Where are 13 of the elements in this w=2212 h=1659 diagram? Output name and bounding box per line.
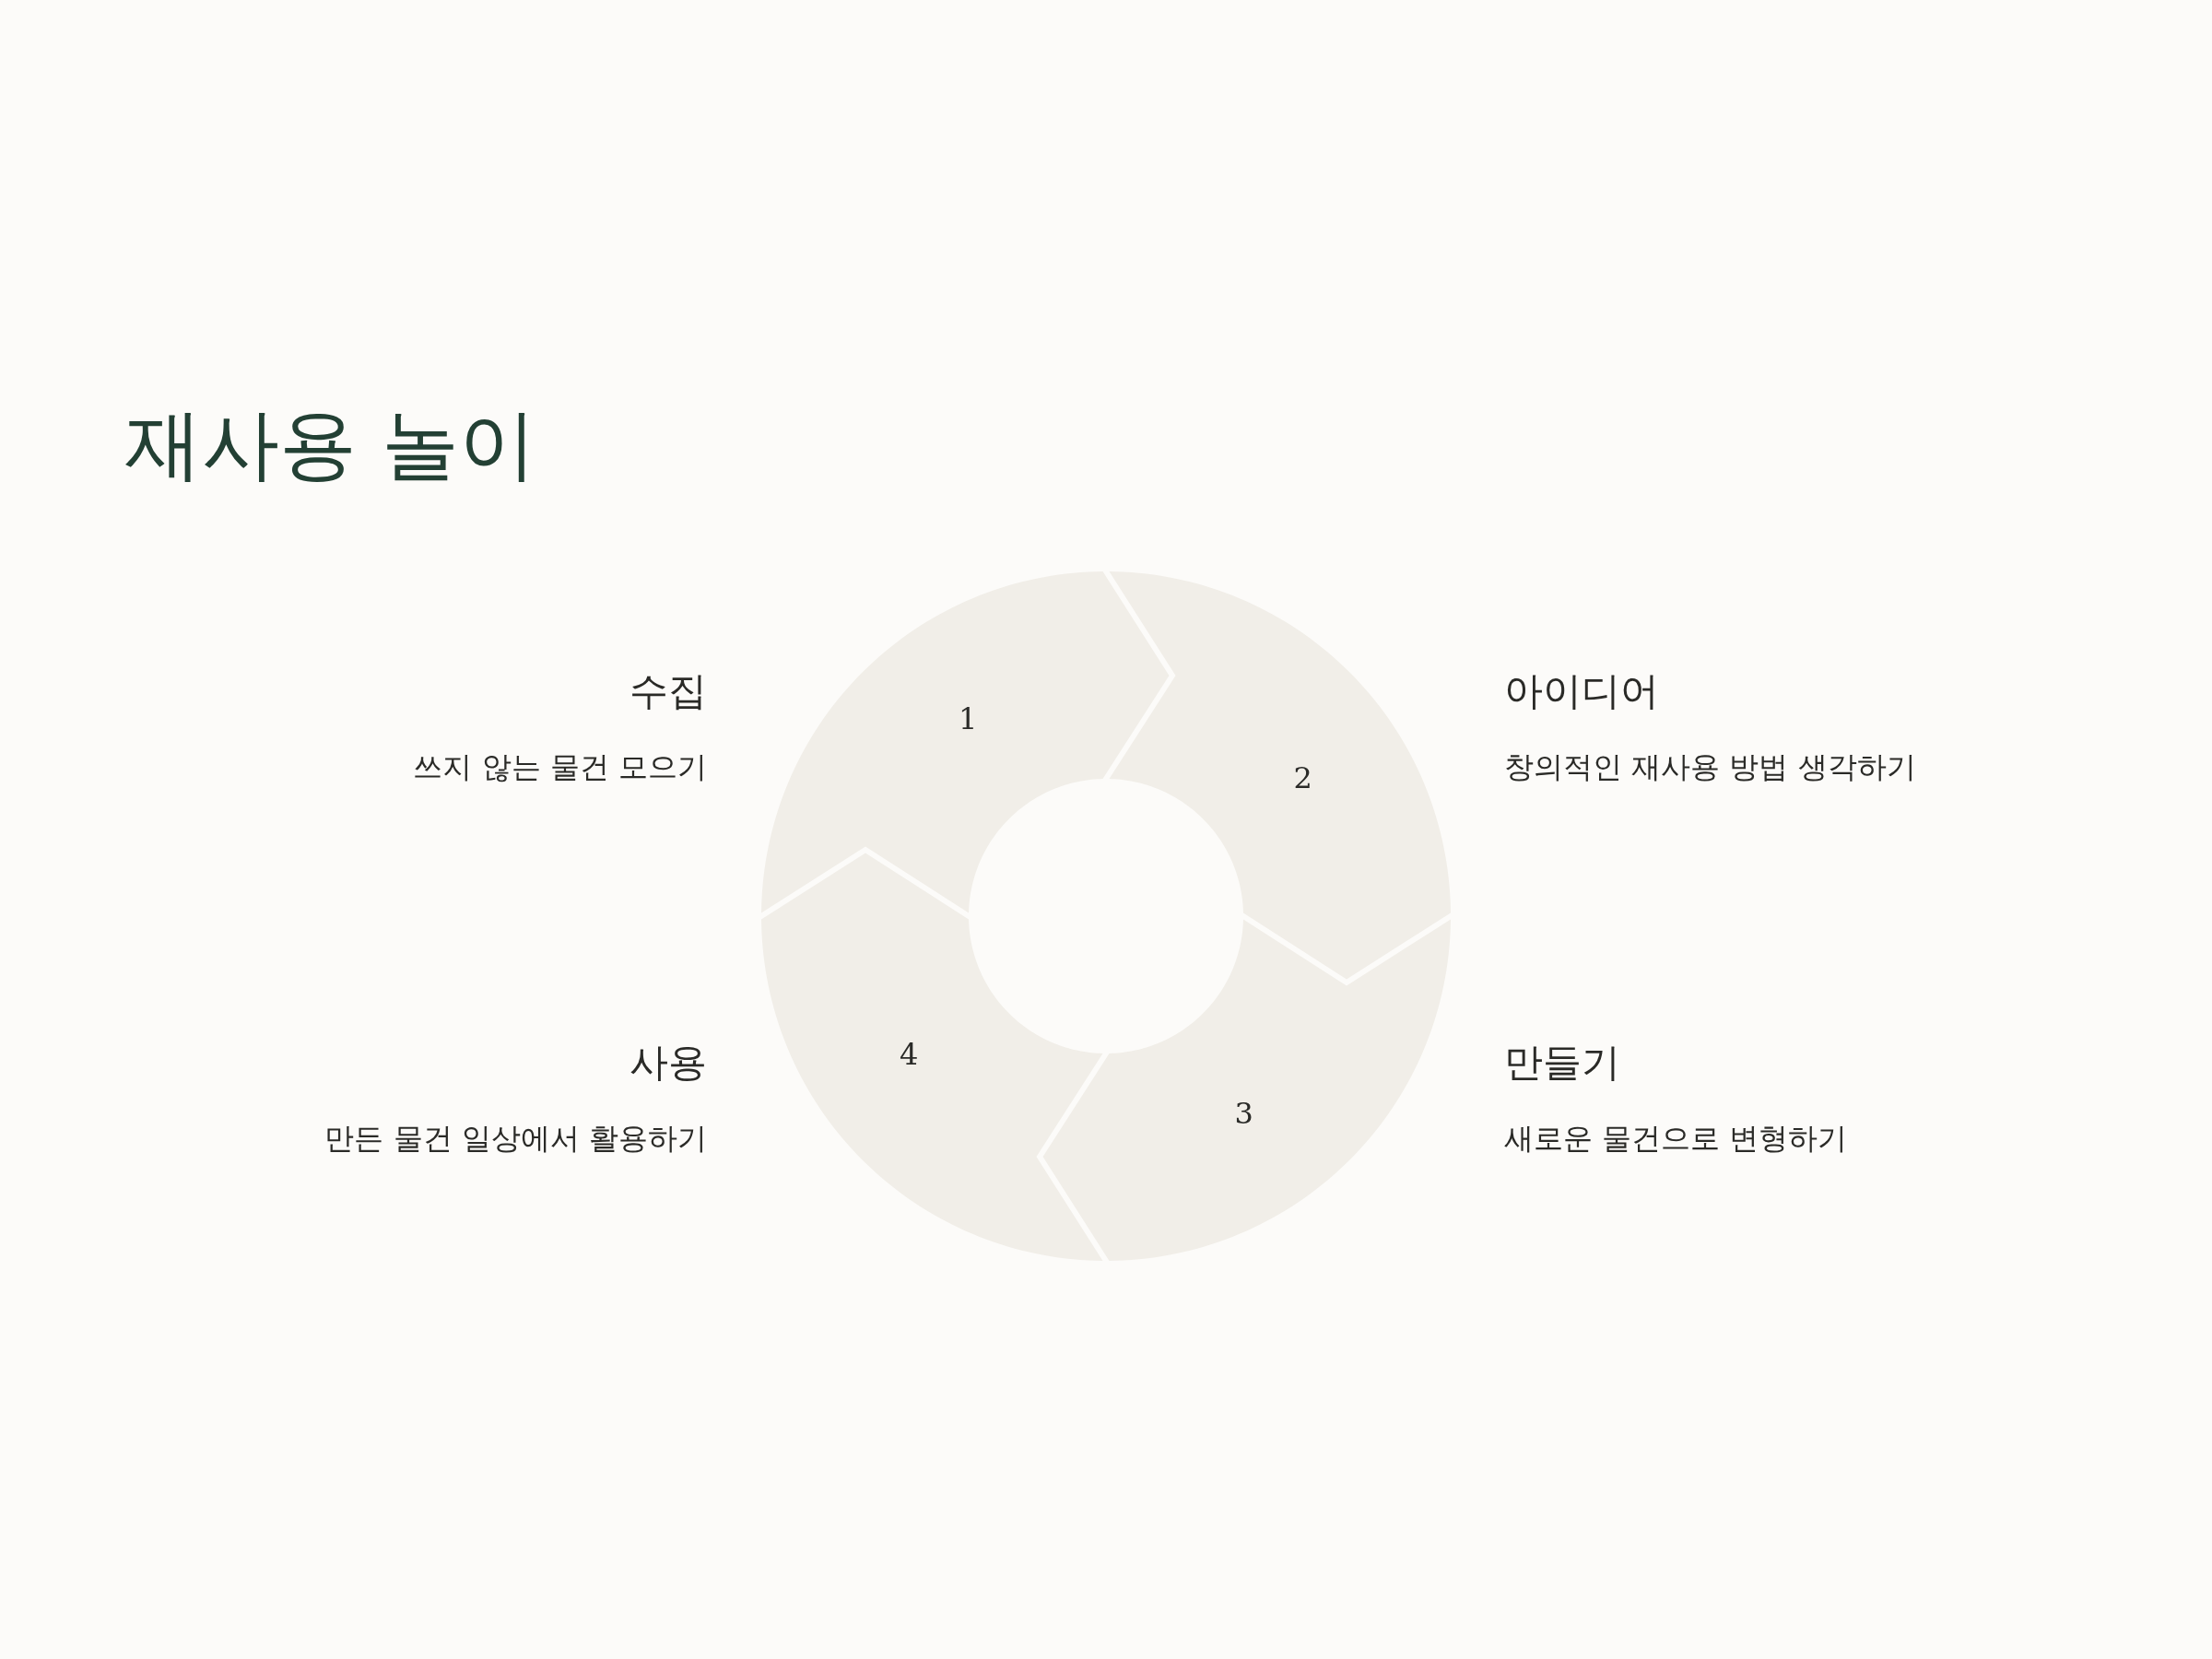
title: 재사용 놀이: [124, 398, 536, 490]
step-description: 창의적인 재사용 방법 생각하기: [1504, 748, 1916, 785]
step-heading: 아이디어: [1504, 668, 1659, 714]
step-description: 만든 물건 일상에서 활용하기: [324, 1120, 707, 1157]
step-heading: 사용: [629, 1040, 707, 1086]
step-description: 새로운 물건으로 변형하기: [1504, 1120, 1848, 1157]
step-number: 4: [900, 1036, 919, 1072]
step-number: 1: [959, 701, 978, 737]
step-number: 2: [1293, 760, 1312, 796]
step-heading: 수집: [629, 668, 707, 714]
step-heading: 만들기: [1504, 1040, 1620, 1086]
step-number: 3: [1234, 1095, 1253, 1131]
step-description: 쓰지 않는 물건 모으기: [413, 748, 707, 785]
